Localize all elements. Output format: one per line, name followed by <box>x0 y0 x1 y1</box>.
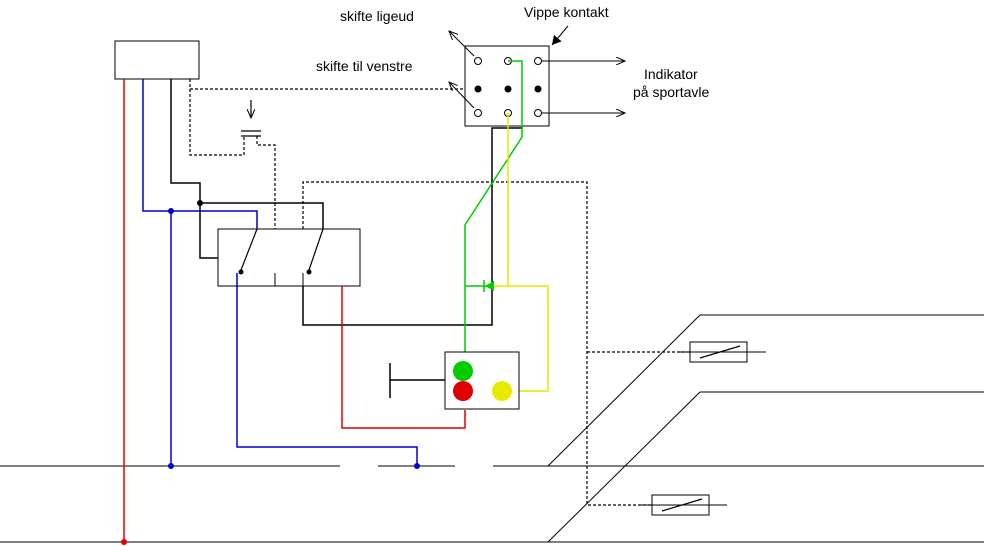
relay-box <box>217 228 361 287</box>
track-contact-upper <box>680 341 766 363</box>
dashed-control-top <box>189 79 476 90</box>
signal-head-box <box>444 351 520 410</box>
dashed-control-points <box>302 181 660 506</box>
label-indicator-line1: Indikator <box>644 66 698 82</box>
pointer-toggle <box>551 25 569 46</box>
blue-relay-wire <box>236 273 418 466</box>
black-junction <box>197 200 203 206</box>
blue-junction <box>168 208 174 214</box>
relay-contact-right <box>306 228 324 275</box>
track-contact-lower <box>640 494 727 516</box>
label-straight: skifte ligeud <box>340 8 414 24</box>
pointer-left <box>449 82 475 109</box>
track-rails <box>0 314 984 543</box>
relay-contact-left <box>238 228 258 275</box>
red-rail-junction <box>121 539 127 545</box>
dashed-control-relay <box>256 136 276 229</box>
dashed-control-capacitor <box>189 89 245 156</box>
blue-isolated-rail-junction <box>414 463 420 469</box>
diode-symbol <box>483 280 494 292</box>
black-relay-branch <box>200 202 324 229</box>
green-lamp <box>453 361 473 381</box>
capacitor-symbol <box>241 100 261 137</box>
green-wire <box>464 60 523 368</box>
toggle-switch-terminals <box>474 57 542 117</box>
label-indicator-line2: på sportavle <box>633 84 709 100</box>
blue-rail-junction <box>168 463 174 469</box>
signal-mast <box>389 363 445 398</box>
red-lamp <box>453 381 473 401</box>
red-relay-to-signal <box>341 286 466 429</box>
label-left: skifte til venstre <box>316 58 413 74</box>
yellow-lamp <box>492 381 512 401</box>
label-toggle: Vippe kontakt <box>524 4 609 20</box>
pointer-straight <box>449 31 475 57</box>
black-supply-wire <box>170 79 218 259</box>
power-supply-box <box>114 40 200 80</box>
yellow-wire <box>507 113 549 392</box>
